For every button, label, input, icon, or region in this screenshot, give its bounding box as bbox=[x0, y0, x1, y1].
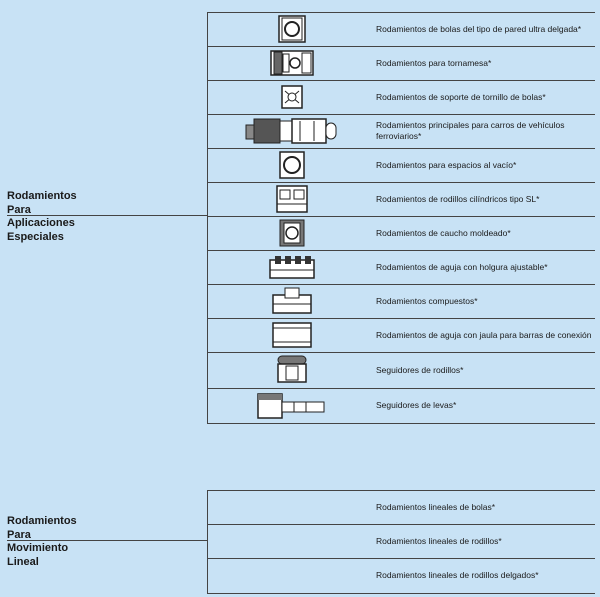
row-divider bbox=[207, 318, 595, 319]
row-divider bbox=[207, 490, 595, 491]
row-divider bbox=[207, 148, 595, 149]
railway-bearing-icon bbox=[242, 116, 342, 146]
item-label: Rodamientos de aguja con jaula para barr… bbox=[376, 329, 592, 340]
item-label: Rodamientos principales para carros de v… bbox=[376, 120, 565, 141]
item-label: Rodamientos de caucho moldeado* bbox=[376, 227, 511, 238]
item-label: Rodamientos compuestos* bbox=[376, 295, 478, 306]
row-divider bbox=[207, 46, 595, 47]
item-label: Rodamientos lineales de bolas* bbox=[376, 501, 496, 512]
row-divider bbox=[207, 80, 595, 81]
row-divider bbox=[207, 593, 595, 594]
complex-bearing-icon bbox=[242, 286, 342, 316]
row-divider bbox=[207, 388, 595, 389]
ballscrew-support-bearing-icon bbox=[242, 82, 342, 112]
rubber-molded-bearing-icon bbox=[242, 218, 342, 248]
group-label-special-applications: Rodamientos Para Aplicaciones Especiales bbox=[7, 190, 77, 243]
row-divider bbox=[207, 423, 595, 424]
row-divider bbox=[207, 182, 595, 183]
group-label-linear-motion: Rodamientos Para Movimiento Lineal bbox=[7, 515, 77, 568]
row-divider bbox=[207, 284, 595, 285]
row-divider bbox=[207, 216, 595, 217]
row-divider bbox=[207, 12, 595, 13]
item-label: Seguidores de rodillos* bbox=[376, 364, 464, 375]
item-label: Rodamientos de rodillos cilíndricos tipo… bbox=[376, 193, 540, 204]
sl-cylindrical-roller-bearing-icon bbox=[242, 184, 342, 214]
row-divider bbox=[207, 250, 595, 251]
vacuum-bearing-icon bbox=[242, 150, 342, 180]
group-bracket-line bbox=[207, 490, 208, 593]
item-label: Rodamientos lineales de rodillos* bbox=[376, 535, 502, 546]
row-divider bbox=[207, 524, 595, 525]
item-label: Seguidores de levas* bbox=[376, 400, 457, 410]
connecting-rod-needle-bearing-icon bbox=[242, 320, 342, 350]
item-label: Rodamientos para espacios al vacío* bbox=[376, 159, 517, 170]
cam-follower-icon bbox=[242, 390, 342, 420]
item-label: Rodamientos de aguja con holgura ajustab… bbox=[376, 261, 548, 272]
item-label: Rodamientos de bolas del tipo de pared u… bbox=[376, 23, 582, 34]
item-label: Rodamientos lineales de rodillos delgado… bbox=[376, 570, 539, 580]
item-label: Rodamientos de soporte de tornillo de bo… bbox=[376, 91, 546, 102]
turntable-bearing-icon bbox=[242, 48, 342, 78]
row-divider bbox=[207, 558, 595, 559]
group-connector-line bbox=[7, 540, 207, 541]
group-bracket-line bbox=[207, 12, 208, 423]
roller-follower-icon bbox=[242, 354, 342, 384]
thin-ball-bearing-icon bbox=[242, 14, 342, 44]
item-label: Rodamientos para tornamesa* bbox=[376, 57, 492, 68]
row-divider bbox=[207, 114, 595, 115]
adjustable-needle-bearing-icon bbox=[242, 252, 342, 282]
row-divider bbox=[207, 352, 595, 353]
group-connector-line bbox=[7, 215, 207, 216]
